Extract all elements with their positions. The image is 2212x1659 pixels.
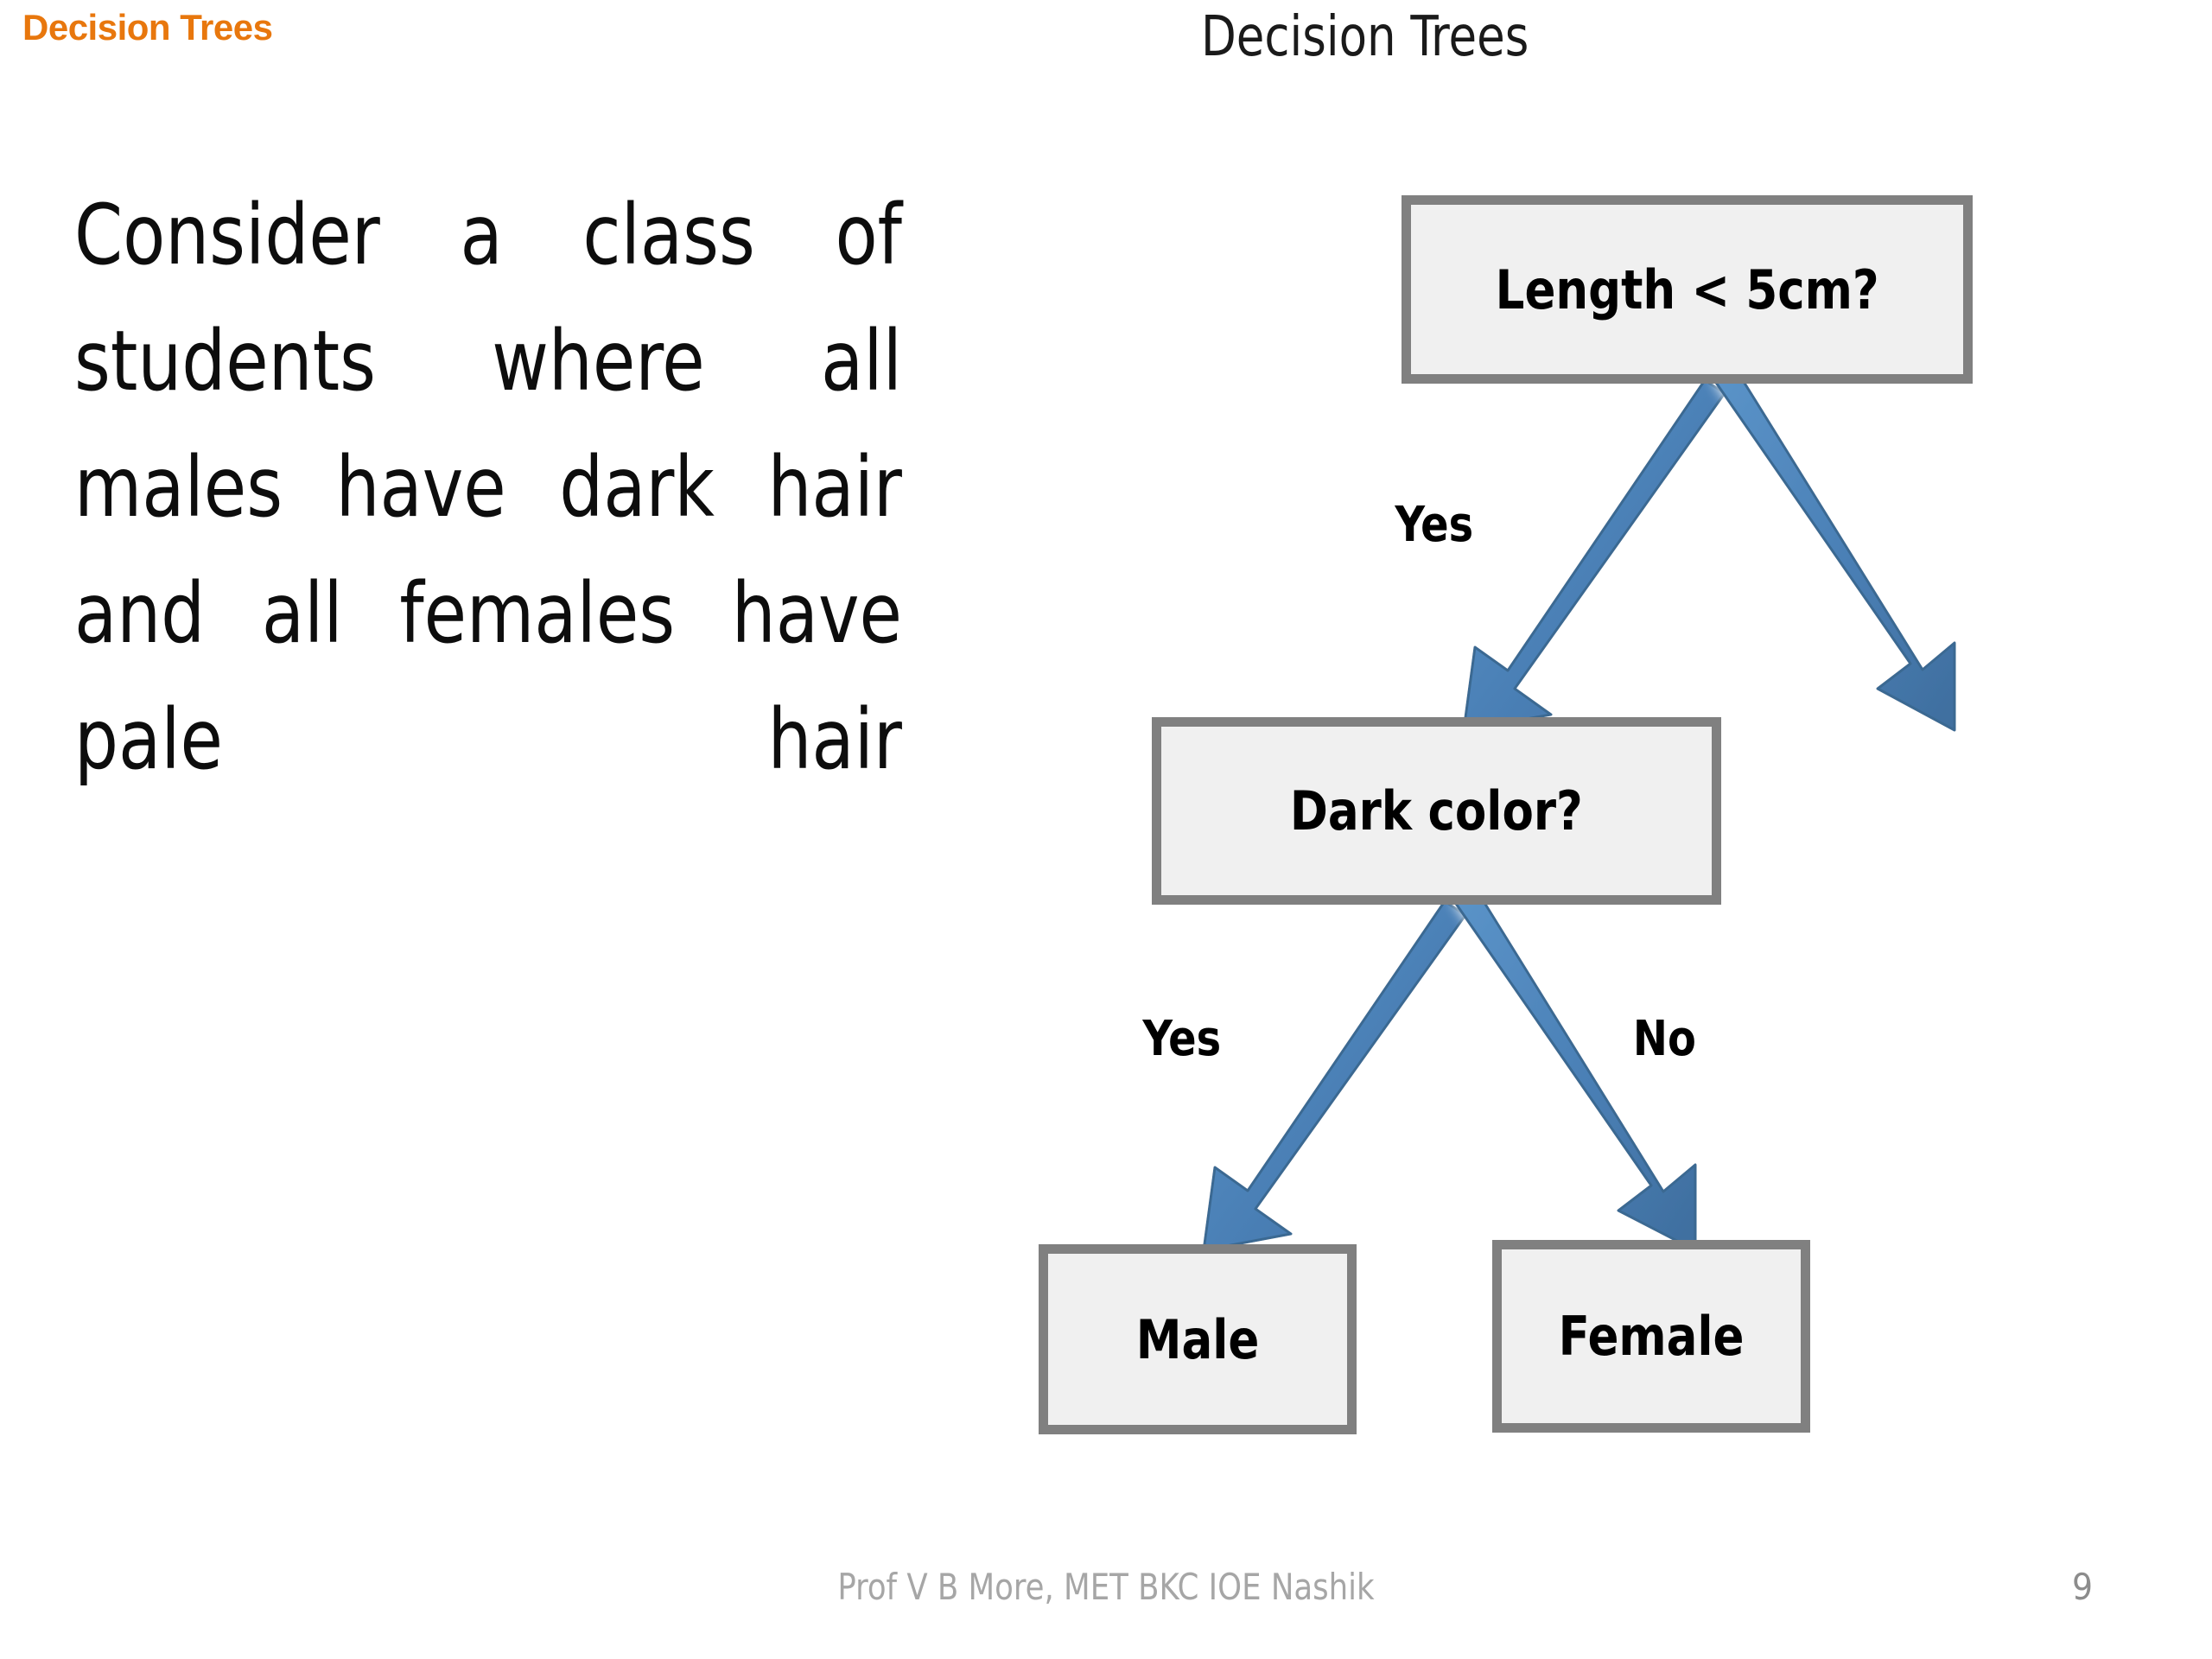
arrow-root-right (1713, 365, 1956, 732)
page-title: Decision Trees (1201, 5, 1529, 69)
edge-label-yes-root: Yes (1395, 497, 1474, 553)
tree-node-length[interactable]: Length < 5cm? (1402, 195, 1973, 384)
page-number: 9 (2071, 1566, 2094, 1608)
arrow-root-to-dark (1462, 378, 1726, 732)
edge-label-yes-dark: Yes (1142, 1011, 1222, 1067)
footer-attribution: Prof V B More, MET BKC IOE Nashik (837, 1566, 1375, 1608)
tree-node-label: Length < 5cm? (1495, 257, 1879, 321)
tree-node-label: Dark color? (1290, 779, 1583, 842)
tree-node-male[interactable]: Male (1039, 1244, 1357, 1434)
tree-node-label: Male (1135, 1307, 1260, 1371)
edge-label-no-dark: No (1632, 1011, 1696, 1067)
body-paragraph: Consider a class of students where all m… (74, 187, 902, 788)
slide-kicker-title: Decision Trees (22, 7, 273, 48)
tree-node-label: Female (1558, 1305, 1745, 1368)
tree-node-dark-color[interactable]: Dark color? (1152, 717, 1721, 905)
arrow-dark-to-male (1202, 899, 1467, 1252)
tree-node-female[interactable]: Female (1492, 1240, 1810, 1433)
arrow-dark-to-female (1452, 886, 1697, 1252)
